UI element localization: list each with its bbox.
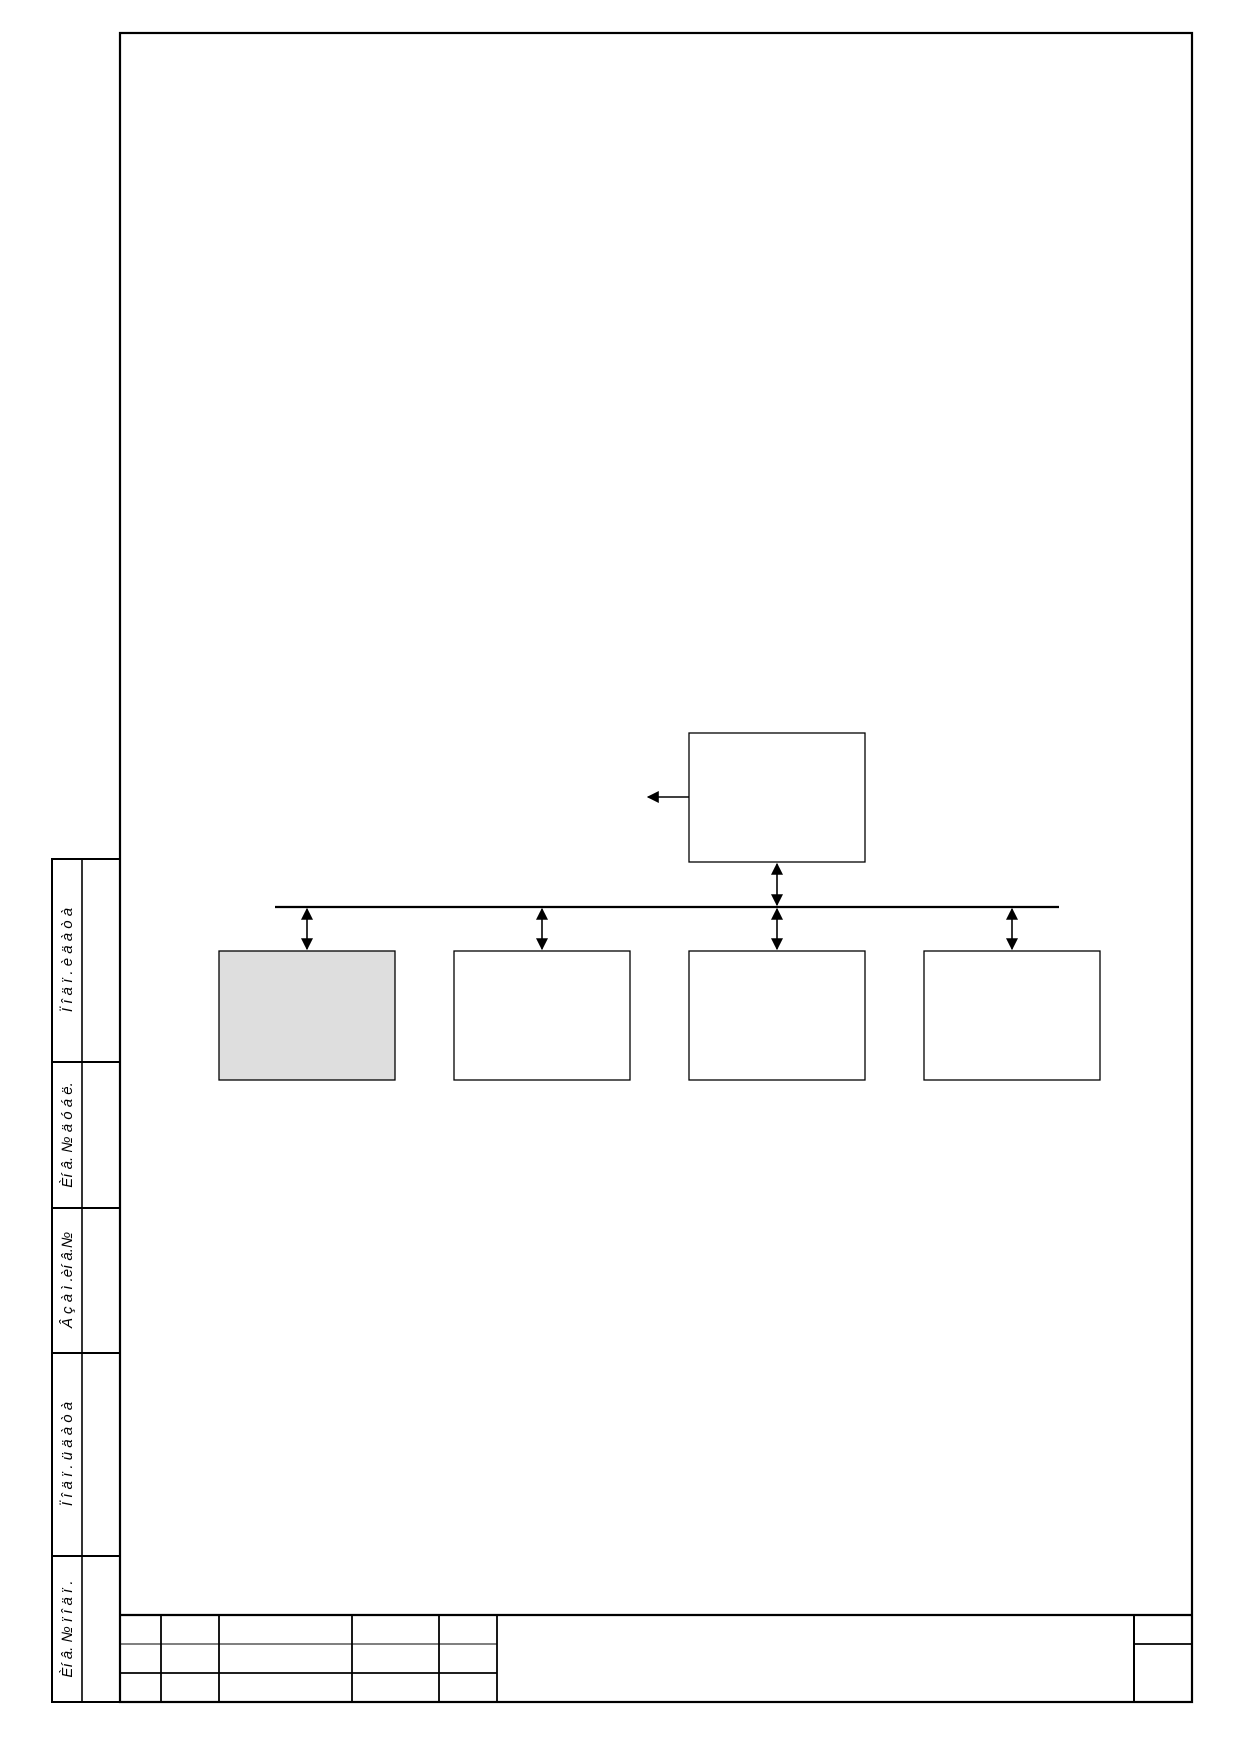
main-frame <box>118 31 1194 1704</box>
bottom-block <box>453 950 631 1081</box>
top-block <box>688 732 866 863</box>
bottom-block <box>688 950 866 1081</box>
side-stamp-label: Â ç à ì .èí â.№ <box>59 1232 76 1329</box>
side-stamp: Ï î ä ï . è ä à ò à Èí â. № ä ó á ë. Â ç… <box>51 858 121 1703</box>
bottom-block-highlighted <box>218 950 396 1081</box>
title-block <box>120 1613 1192 1702</box>
side-stamp-label: Ï î ä ï . è ä à ò à <box>59 908 76 1012</box>
side-stamp-label: Èí â. № ä ó á ë. <box>59 1082 76 1187</box>
side-stamp-label: Ï î ä ï . ü ä à ò à <box>59 1402 76 1506</box>
side-stamp-frame <box>51 858 121 1703</box>
side-stamp-label: Èí â. № ï î ä ï . <box>59 1580 76 1677</box>
block-diagram <box>218 732 1101 1081</box>
bottom-block <box>923 950 1101 1081</box>
